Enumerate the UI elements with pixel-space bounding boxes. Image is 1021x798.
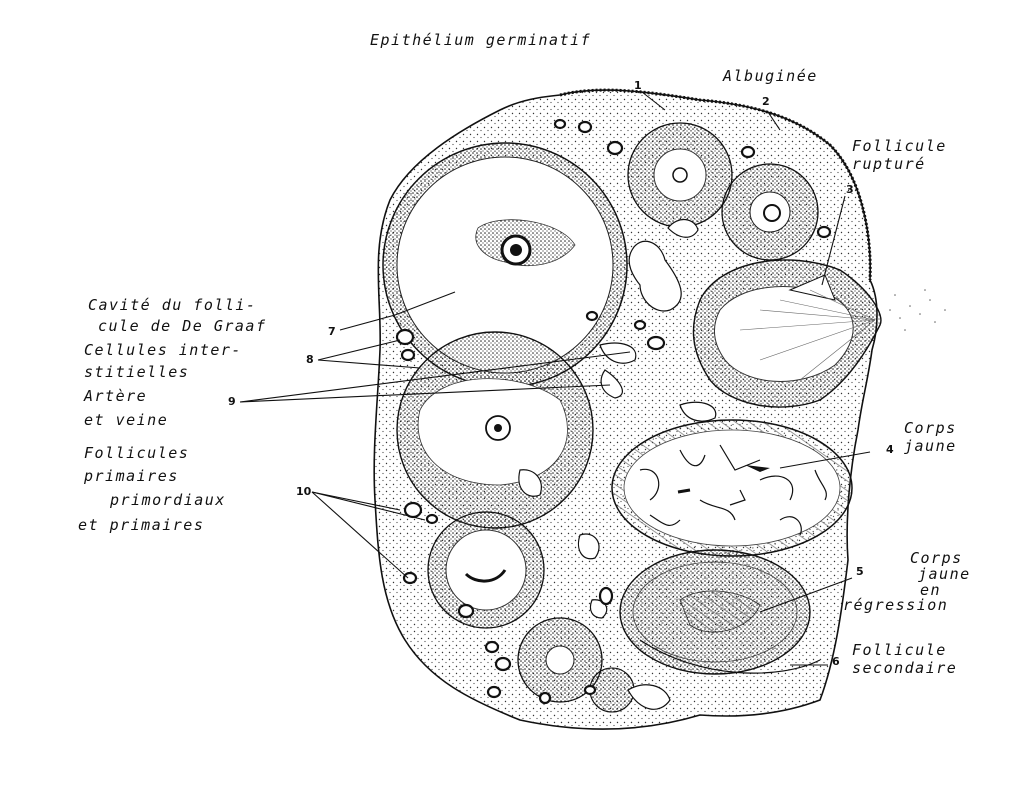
albuginee-label: Albuginée bbox=[723, 66, 818, 86]
marker-2: 2 bbox=[762, 96, 770, 108]
marker-4: 4 bbox=[886, 444, 894, 456]
marker-8: 8 bbox=[306, 354, 314, 366]
marker-7: 7 bbox=[328, 326, 336, 338]
cavite-label-2: cule de De Graaf bbox=[98, 316, 267, 336]
cavite-label-1: Cavité du folli- bbox=[88, 295, 257, 315]
veine-label: et veine bbox=[84, 410, 168, 430]
antral-follicle bbox=[397, 332, 593, 528]
primordiaux-label: primordiaux bbox=[110, 490, 226, 510]
follicule-secondaire-label-2: secondaire bbox=[852, 658, 957, 678]
et-primaires-label: et primaires bbox=[78, 515, 204, 535]
follicules-primaires-label-2: primaires bbox=[84, 466, 179, 486]
corpus-luteum bbox=[612, 420, 852, 556]
primary-follicle-lower bbox=[428, 512, 544, 628]
regression-label-4: régression bbox=[843, 595, 948, 615]
follicules-primaires-label-1: Follicules bbox=[84, 443, 189, 463]
growing-follicle-top bbox=[628, 123, 732, 227]
marker-3: 3 bbox=[846, 184, 854, 196]
marker-10: 10 bbox=[296, 486, 311, 498]
marker-9: 9 bbox=[228, 396, 236, 408]
follicule-secondaire-label-1: Follicule bbox=[852, 640, 947, 660]
follicule-rupture-label-1: Follicule bbox=[852, 136, 947, 156]
marker-5: 5 bbox=[856, 566, 864, 578]
cellules-label-1: Cellules inter- bbox=[84, 340, 242, 360]
secondary-follicle-top-right bbox=[722, 164, 818, 260]
marker-1: 1 bbox=[634, 80, 642, 92]
epithelium-label: Epithélium germinatif bbox=[370, 30, 591, 50]
artere-label: Artère bbox=[84, 386, 147, 406]
regressing-corpus-luteum bbox=[620, 550, 810, 674]
ruptured-follicle bbox=[693, 260, 945, 407]
corps-jaune-label-2: jaune bbox=[904, 436, 957, 456]
follicule-rupture-label-2: rupturé bbox=[852, 154, 926, 174]
corps-jaune-label-1: Corps bbox=[904, 418, 957, 438]
marker-6: 6 bbox=[832, 656, 840, 668]
cellules-label-2: stitielles bbox=[84, 362, 189, 382]
